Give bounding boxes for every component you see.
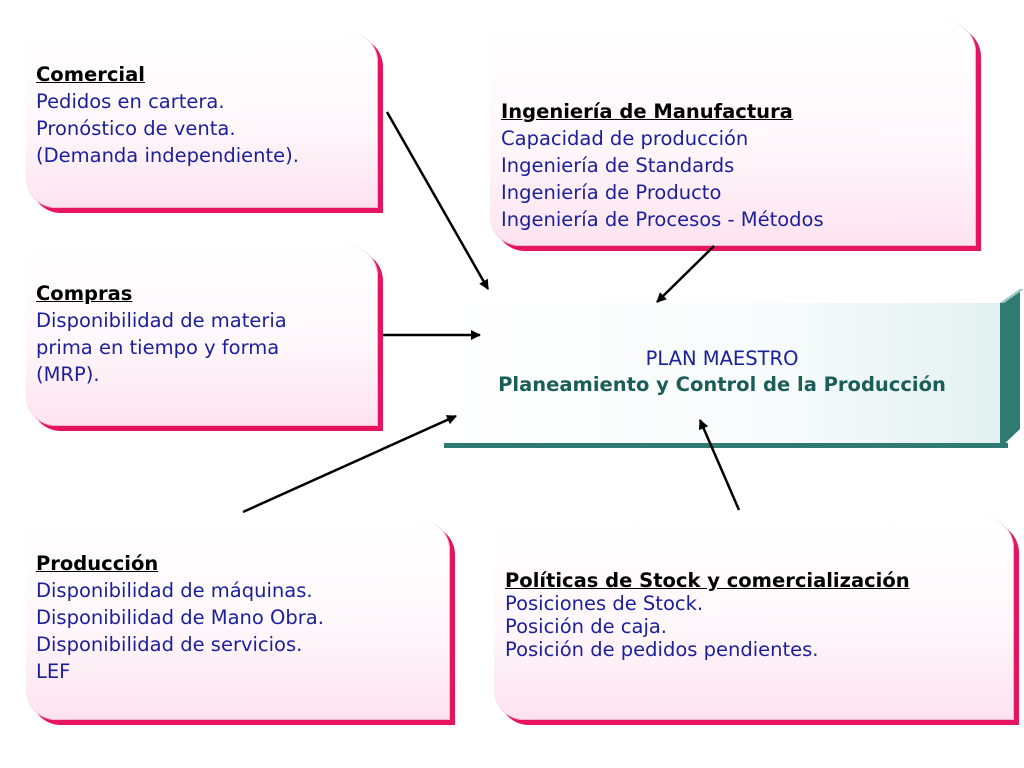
ingenieria-line: Capacidad de producción: [501, 127, 749, 150]
politicas-title: Políticas de Stock y comercialización: [505, 569, 910, 592]
comercial-title: Comercial: [36, 63, 145, 86]
produccion-text: Producción Disponibilidad de máquinas. D…: [36, 550, 324, 685]
produccion-line: Disponibilidad de Mano Obra.: [36, 606, 324, 629]
compras-line: prima en tiempo y forma: [36, 336, 280, 359]
produccion-line: Disponibilidad de servicios.: [36, 633, 303, 656]
politicas-line: Posiciones de Stock.: [505, 592, 704, 615]
ingenieria-box: [490, 22, 976, 246]
comercial-line: Pronóstico de venta.: [36, 117, 236, 140]
produccion-line: LEF: [36, 660, 71, 683]
comercial-line: (Demanda independiente).: [36, 144, 299, 167]
plan-maestro-subtitle: Planeamiento y Control de la Producción: [498, 373, 946, 396]
arrow-politicas-to-plan: [698, 419, 741, 511]
produccion-box: [26, 520, 450, 720]
politicas-text: Políticas de Stock y comercialización Po…: [505, 569, 910, 661]
produccion-line: Disponibilidad de máquinas.: [36, 579, 313, 602]
plan-maestro-box: [444, 303, 1008, 448]
plan-maestro-side: [1000, 289, 1024, 448]
arrow-comercial-to-plan: [385, 111, 490, 290]
produccion-title: Producción: [36, 552, 159, 575]
ingenieria-line: Ingeniería de Standards: [501, 154, 735, 177]
ingenieria-text: Ingeniería de Manufactura Capacidad de p…: [501, 98, 824, 233]
politicas-box: [494, 518, 1014, 720]
compras-line: Disponibilidad de materia: [36, 309, 287, 332]
plan-maestro-title: PLAN MAESTRO: [645, 347, 799, 370]
compras-text: Compras Disponibilidad de materia prima …: [36, 280, 287, 388]
comercial-box: [26, 32, 378, 208]
ingenieria-line: Ingeniería de Producto: [501, 181, 722, 204]
ingenieria-line: Ingeniería de Procesos - Métodos: [501, 208, 824, 231]
plan-maestro-text: PLAN MAESTRO Planeamiento y Control de l…: [444, 346, 1000, 398]
comercial-text: Comercial Pedidos en cartera. Pronóstico…: [36, 61, 299, 169]
arrow-produccion-to-plan: [242, 414, 457, 514]
compras-title: Compras: [36, 282, 133, 305]
comercial-line: Pedidos en cartera.: [36, 90, 225, 113]
politicas-line: Posición de pedidos pendientes.: [505, 638, 819, 661]
compras-line: (MRP).: [36, 363, 100, 386]
compras-box: [26, 246, 378, 426]
politicas-line: Posición de caja.: [505, 615, 668, 638]
arrow-ingenieria-to-plan: [656, 245, 715, 303]
ingenieria-title: Ingeniería de Manufactura: [501, 100, 793, 123]
